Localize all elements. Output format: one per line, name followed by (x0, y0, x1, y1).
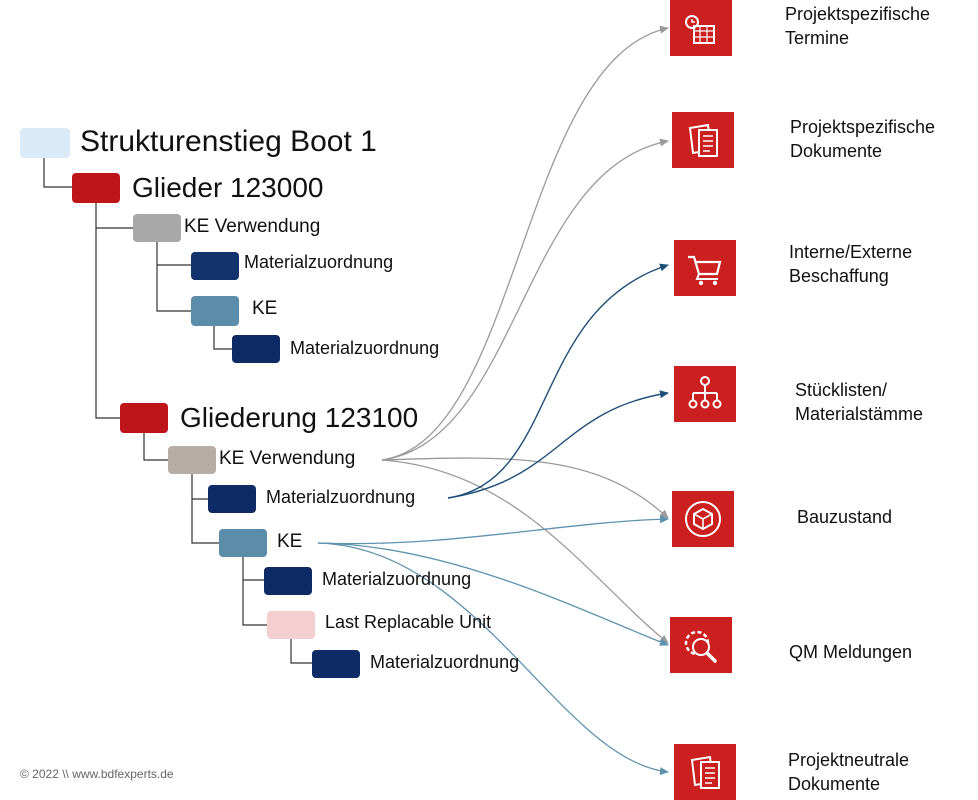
target-stuecklisten-tile (674, 366, 736, 422)
materialzuordnung-4-label: Materialzuordnung (322, 569, 472, 589)
glieder-node (72, 173, 120, 203)
ke-1-node (191, 296, 239, 326)
ke-verwendung-1-label: KE Verwendung (184, 216, 321, 237)
target-bauzustand-label: Bauzustand (797, 507, 893, 527)
target-qm-tile (670, 617, 732, 673)
materialzuordnung-5-node (312, 650, 360, 678)
gliederung-node (120, 403, 168, 433)
hierarchy-icon (688, 376, 722, 409)
materialzuordnung-2-label: Materialzuordnung (290, 338, 440, 358)
materialzuordnung-4-node (264, 567, 312, 595)
target-bauzustand-tile (672, 491, 734, 547)
ke-verwendung-1-node (133, 214, 181, 242)
copyright-footer: © 2022 \\ www.bdfexperts.de (20, 767, 174, 781)
root-node (20, 128, 70, 158)
curves-materialzuordnung (447, 263, 669, 499)
target-projektneutral-tile (674, 744, 736, 800)
shopping-cart-icon (688, 255, 722, 286)
gliederung-label: Gliederung 123100 (180, 402, 419, 433)
target-beschaffung-tile (674, 240, 736, 296)
materialzuordnung-3-node (208, 485, 256, 513)
box-cycle-icon (685, 501, 721, 537)
ke-verwendung-2-label: KE Verwendung (219, 448, 356, 469)
curves-ke-verwendung (381, 25, 669, 644)
materialzuordnung-5-label: Materialzuordnung (370, 652, 520, 672)
ke-2-label: KE (277, 531, 303, 552)
materialzuordnung-2-node (232, 335, 280, 363)
target-dokumente-tile (672, 112, 734, 168)
glieder-label: Glieder 123000 (132, 172, 324, 203)
materialzuordnung-1-label: Materialzuordnung (244, 252, 394, 272)
ke-1-label: KE (252, 298, 278, 319)
target-qm-label: QM Meldungen (789, 642, 913, 662)
ke-2-node (219, 529, 267, 557)
calendar-clock-icon (685, 15, 715, 44)
tree-lines (43, 158, 312, 664)
gear-search-icon (684, 630, 717, 663)
root-label: Strukturenstieg Boot 1 (80, 125, 377, 158)
curves-ke (317, 515, 669, 776)
target-termine-tile (670, 0, 732, 56)
documents-icon (690, 755, 720, 789)
documents-icon (688, 123, 718, 157)
materialzuordnung-3-label: Materialzuordnung (266, 487, 416, 507)
ke-verwendung-2-node (168, 446, 216, 474)
materialzuordnung-1-node (191, 252, 239, 280)
lru-node (267, 611, 315, 639)
target-stuecklisten-label: Stücklisten/Materialstämme (795, 380, 924, 424)
lru-label: Last Replacable Unit (325, 612, 492, 632)
